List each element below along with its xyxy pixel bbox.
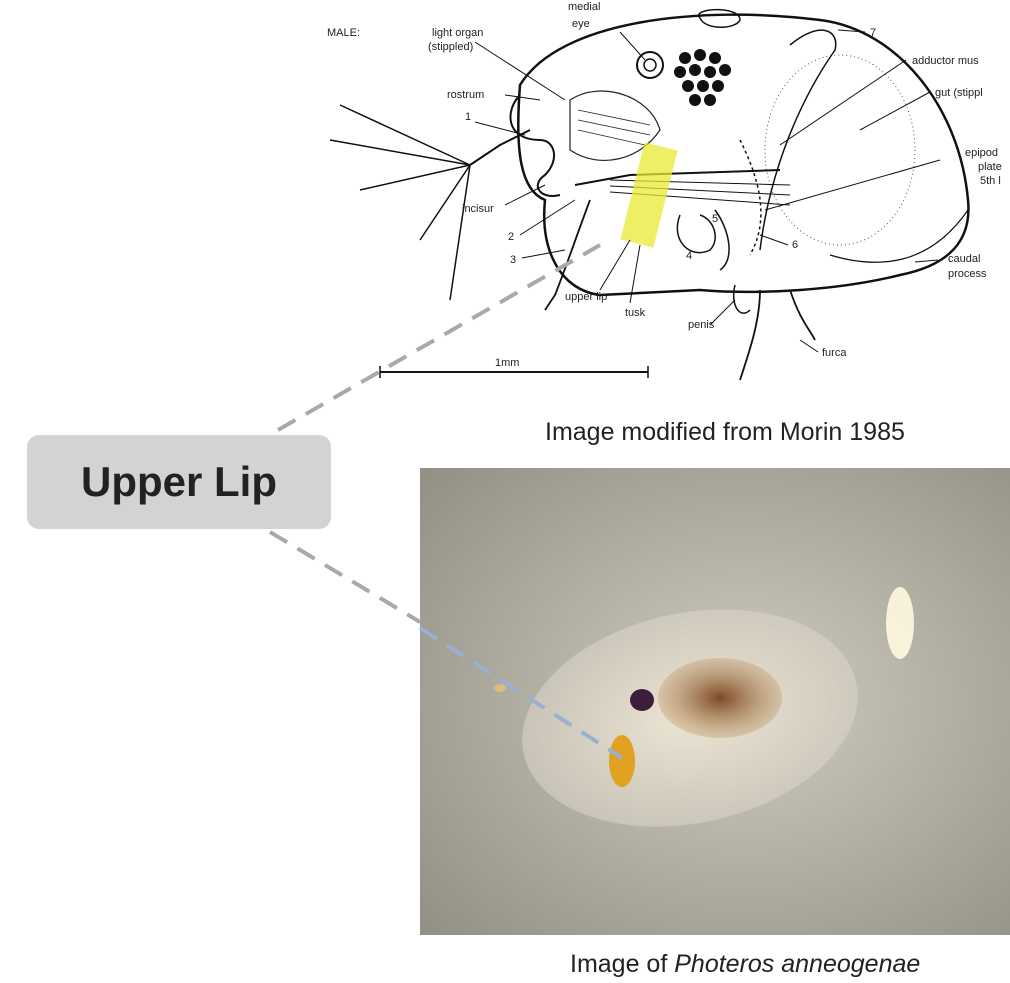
dashed-connector-upper xyxy=(278,245,600,430)
photo-caption-species: Photeros anneogenae xyxy=(674,950,920,978)
upper-lip-label: Upper Lip xyxy=(81,458,277,506)
photo-caption: Image of Photeros anneogenae xyxy=(570,950,920,979)
upper-lip-callout: Upper Lip xyxy=(27,435,331,529)
photo-caption-prefix: Image of xyxy=(570,950,674,978)
dashed-connector-lower xyxy=(270,532,420,622)
